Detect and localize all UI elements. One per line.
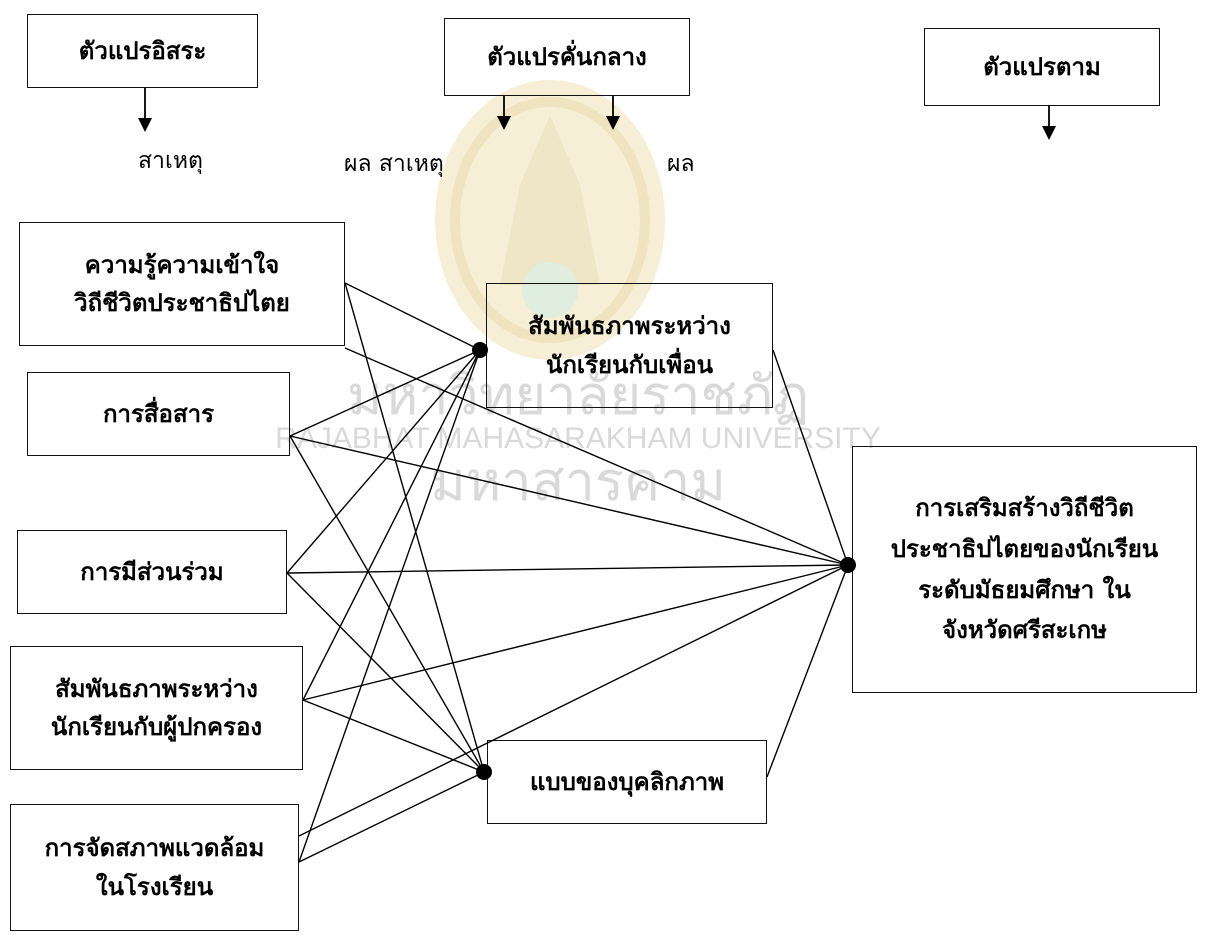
independent-down-arrowhead [138,118,152,132]
arrowhead-democratic_life [840,557,856,573]
header-dependent: ตัวแปรตาม [924,28,1160,106]
path-parent_relation-to-peer_relation [302,349,481,701]
arrowhead-peer_relation [472,342,488,358]
mv-personality-line1: แบบของบุคลิกภาพ [529,766,725,796]
path-participation-to-personality [286,572,485,773]
iv-parent-relation-box: สัมพันธภาพระหว่าง นักเรียนกับผู้ปกครอง [10,646,303,770]
dv-line1: การเสริมสร้างวิถีชีวิต [915,492,1134,522]
mediator-down-arrowhead-right [606,116,620,130]
mv-peer-relation-line1: สัมพันธภาพระหว่าง [528,311,731,341]
iv-environment-line2: ในโรงเรียน [95,871,214,901]
path-parent_relation-to-democratic_life [302,564,849,701]
iv-environment-box: การจัดสภาพแวดล้อม ในโรงเรียน [10,804,299,931]
path-knowledge-to-personality [344,282,485,773]
iv-participation-line1: การมีส่วนร่วม [80,556,224,586]
mv-peer-relation-box: สัมพันธภาพระหว่าง นักเรียนกับเพื่อน [486,283,773,408]
path-communication-to-peer_relation [289,349,481,437]
header-mediator: ตัวแปรคั่นกลาง [444,18,690,96]
iv-environment-line1: การจัดสภาพแวดล้อม [44,833,265,863]
iv-communication-line1: การสื่อสาร [103,398,214,428]
university-seal-icon [435,80,665,360]
dv-line4: จังหวัดศรีสะเกษ [942,615,1107,645]
path-knowledge-to-peer_relation [344,282,481,351]
arrowhead-personality [476,764,492,780]
iv-parent-relation-line2: นักเรียนกับผู้ปกครอง [50,712,263,741]
independent-cause-label: สาเหตุ [138,148,203,174]
path-environment-to-peer_relation [298,349,481,863]
header-independent-label: ตัวแปรอิสระ [78,35,207,65]
iv-knowledge-line1: ความรู้ความเข้าใจ [84,249,280,279]
header-mediator-label: ตัวแปรคั่นกลาง [487,41,647,71]
path-personality-to-democratic_life [766,564,849,778]
path-parent_relation-to-personality [302,699,485,773]
dv-democratic-life-box: การเสริมสร้างวิถีชีวิต ประชาธิปไตยของนัก… [852,446,1197,693]
iv-parent-relation-line1: สัมพันธภาพระหว่าง [55,673,258,703]
dv-line3: ระดับมัธยมศึกษา ใน [918,574,1131,604]
mediator-down-arrowhead-left [497,116,511,130]
path-knowledge-to-democratic_life [344,347,849,566]
path-participation-to-peer_relation [286,349,481,574]
path-participation-to-democratic_life [286,564,849,574]
mv-personality-box: แบบของบุคลิกภาพ [487,740,767,824]
header-independent: ตัวแปรอิสระ [27,14,258,88]
path-communication-to-personality [289,435,485,773]
path-communication-to-democratic_life [289,435,849,566]
iv-communication-box: การสื่อสาร [27,372,290,456]
mv-peer-relation-line2: นักเรียนกับเพื่อน [545,349,714,379]
watermark-english-text: RAJABHAT MAHASARAKHAM UNIVERSITY [275,422,881,455]
iv-knowledge-box: ความรู้ความเข้าใจ วิถีชีวิตประชาธิปไตย [19,222,345,346]
watermark-thai-text: มหาวิทยาลัยราชภัฏมหาสารคาม [347,364,809,513]
header-dependent-label: ตัวแปรตาม [983,51,1101,81]
dependent-down-arrowhead [1042,126,1056,140]
iv-participation-box: การมีส่วนร่วม [17,530,287,614]
path-environment-to-democratic_life [298,564,849,837]
path-peer_relation-to-democratic_life [772,349,849,566]
mediator-effect-cause-label: ผล สาเหตุ [344,151,444,177]
dependent-effect-label: ผล [667,151,695,177]
dv-line2: ประชาธิปไตยของนักเรียน [890,533,1159,563]
path-environment-to-personality [298,771,485,863]
iv-knowledge-line2: วิถีชีวิตประชาธิปไตย [74,288,290,317]
